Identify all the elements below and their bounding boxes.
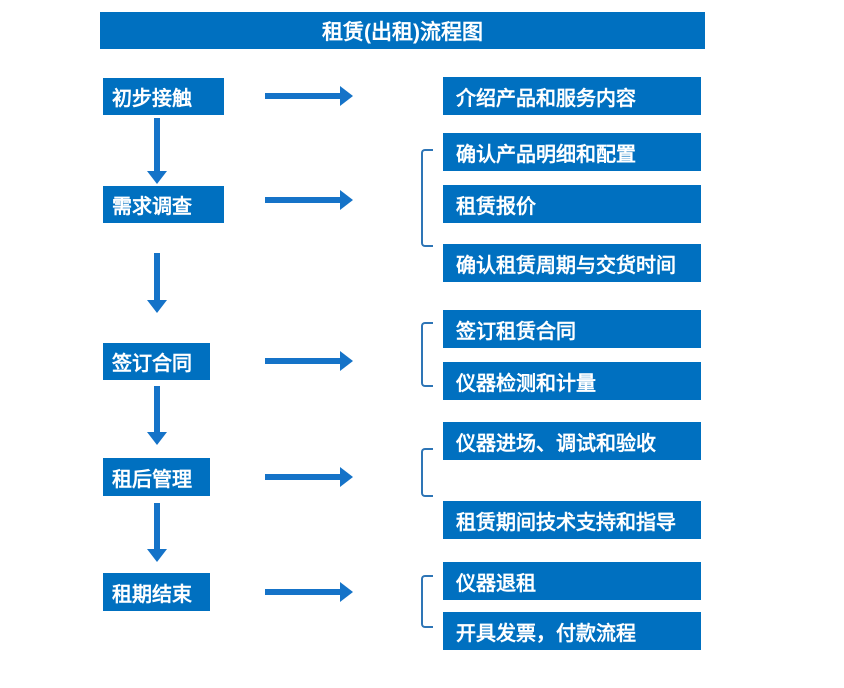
- arrow-right-icon: [265, 190, 353, 210]
- detail-box: 介绍产品和服务内容: [443, 77, 701, 115]
- step-box-initial-contact: 初步接触: [103, 78, 224, 115]
- detail-box: 仪器进场、调试和验收: [443, 422, 701, 460]
- detail-box: 开具发票，付款流程: [443, 612, 701, 650]
- bracket-icon: [421, 575, 433, 628]
- step-box-post-rental-management: 租后管理: [103, 458, 210, 496]
- detail-box: 租赁期间技术支持和指导: [443, 501, 701, 539]
- arrow-down-icon: [147, 118, 168, 184]
- arrow-right-icon: [265, 582, 353, 602]
- detail-box: 确认租赁周期与交货时间: [443, 244, 701, 282]
- detail-box: 仪器退租: [443, 562, 701, 600]
- arrow-down-icon: [147, 386, 168, 445]
- detail-box: 确认产品明细和配置: [443, 133, 701, 171]
- detail-box: 租赁报价: [443, 185, 701, 223]
- flowchart-title: 租赁(出租)流程图: [100, 12, 705, 49]
- arrow-right-icon: [265, 86, 353, 106]
- arrow-right-icon: [265, 467, 353, 487]
- arrow-down-icon: [147, 253, 168, 313]
- detail-box: 仪器检测和计量: [443, 362, 701, 400]
- bracket-icon: [421, 149, 433, 247]
- bracket-icon: [421, 448, 433, 497]
- detail-box: 签订租赁合同: [443, 310, 701, 348]
- bracket-icon: [421, 322, 433, 387]
- arrow-down-icon: [147, 503, 168, 562]
- step-box-sign-contract: 签订合同: [103, 343, 210, 380]
- step-box-demand-survey: 需求调查: [103, 186, 224, 223]
- step-box-rental-end: 租期结束: [103, 573, 210, 611]
- arrow-right-icon: [265, 351, 353, 371]
